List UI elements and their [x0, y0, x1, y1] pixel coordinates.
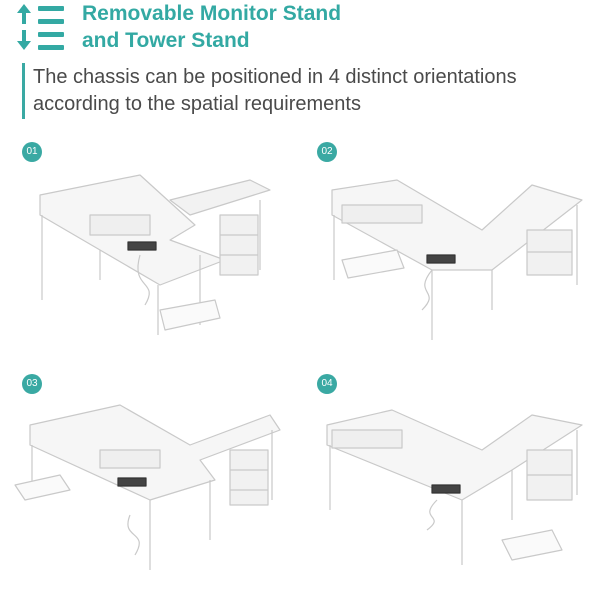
- desk-illustration-01: [20, 160, 300, 370]
- desk-illustration-03: [10, 390, 290, 600]
- description-line-1: The chassis can be positioned in 4 disti…: [33, 66, 517, 88]
- title-line-1: Removable Monitor Stand: [82, 2, 342, 25]
- title-line-2: and Tower Stand: [82, 29, 250, 52]
- orientation-badge-01: 01: [22, 142, 42, 162]
- description-line-2: according to the spatial requirements: [33, 93, 361, 115]
- description: The chassis can be positioned in 4 disti…: [33, 64, 593, 118]
- orientation-badge-03: 03: [22, 374, 42, 394]
- accent-divider: [22, 63, 25, 119]
- header: Removable Monitor Stand and Tower Stand: [0, 0, 600, 60]
- orientation-badge-04: 04: [317, 374, 337, 394]
- desk-illustration-02: [312, 160, 592, 370]
- page-title: Removable Monitor Stand and Tower Stand: [82, 0, 341, 54]
- desk-illustration-04: [312, 390, 592, 600]
- sort-arrows-list-icon: [17, 4, 64, 50]
- orientation-badge-02: 02: [317, 142, 337, 162]
